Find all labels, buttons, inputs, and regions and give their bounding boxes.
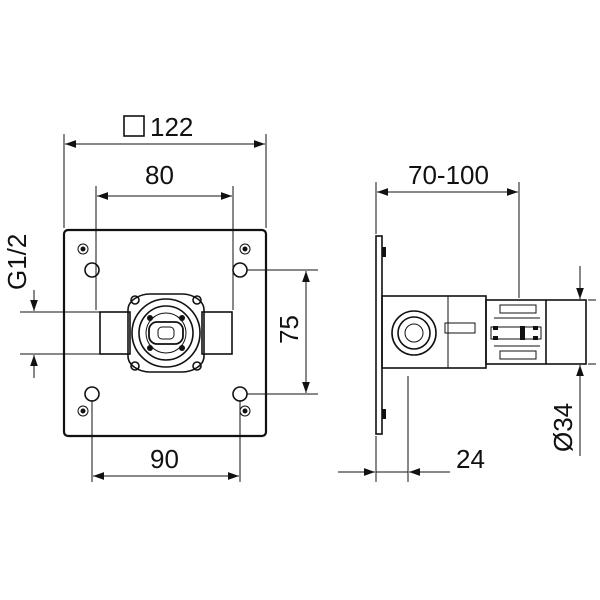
dim-24-label: 24 [456, 444, 485, 474]
dim-70-100-label: 70-100 [408, 160, 489, 190]
dim-75-label: 75 [274, 315, 304, 344]
valve-body [99, 293, 233, 373]
mounting-hole-icon [77, 243, 251, 417]
front-view: 122 80 90 75 G1/2 [2, 112, 318, 482]
dim-plate-width-label: 122 [150, 112, 193, 142]
mounting-plate [62, 228, 268, 438]
side-plate-screw-icon [382, 247, 386, 419]
dim-24: 24 [338, 376, 485, 482]
side-view: 70-100 24 Ø34 [338, 160, 596, 482]
dim-70-100: 70-100 [375, 160, 520, 298]
square-symbol-icon [123, 115, 145, 137]
dim-80: 80 [95, 160, 234, 310]
dim-90-label: 90 [150, 444, 179, 474]
dim-90: 90 [91, 400, 241, 482]
side-sleeve [485, 299, 587, 365]
dim-80-label: 80 [145, 160, 174, 190]
dim-g12-label: G1/2 [2, 234, 32, 290]
dim-75: 75 [247, 269, 318, 395]
dim-plate-width: 122 [63, 112, 267, 228]
dim-g12: G1/2 [2, 234, 100, 378]
dim-d34: Ø34 [548, 266, 596, 456]
side-cartridge-icon [490, 304, 542, 360]
dim-d34-label: Ø34 [548, 403, 578, 452]
side-connector-icon [391, 310, 437, 356]
side-plate [375, 235, 383, 435]
